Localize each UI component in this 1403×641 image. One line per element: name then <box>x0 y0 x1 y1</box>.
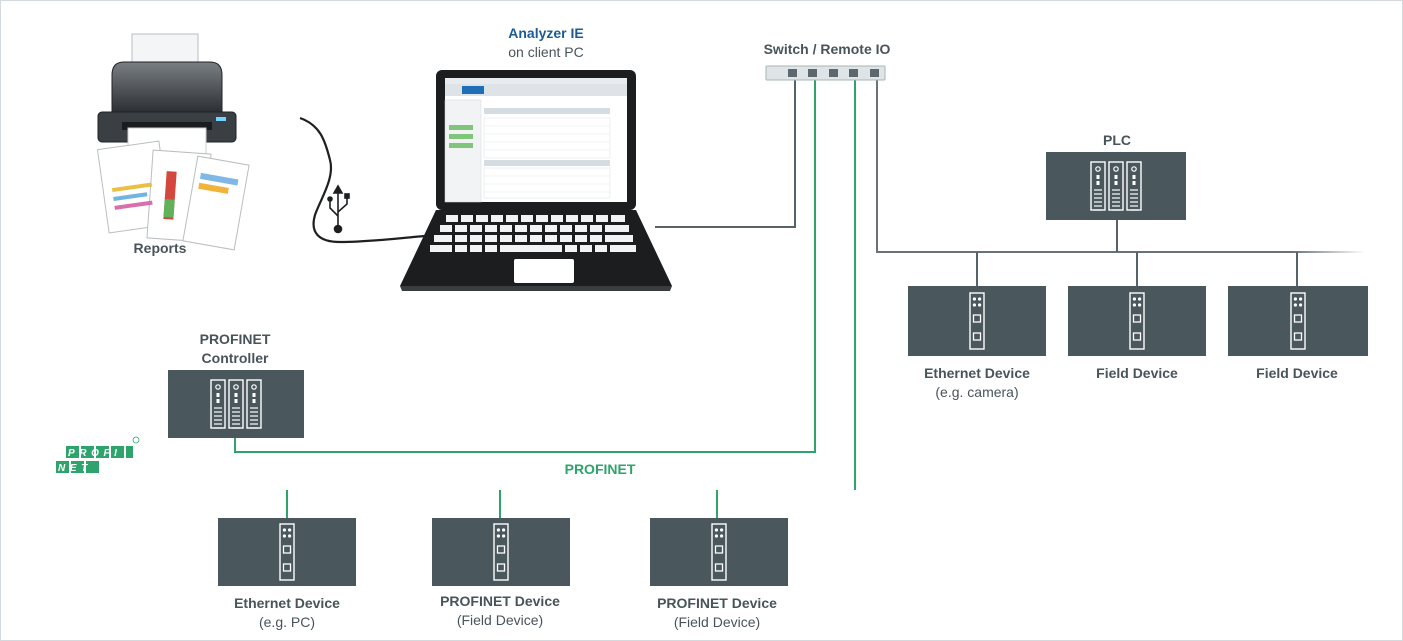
device-name: PROFINET Device <box>657 595 777 611</box>
device-sub: (Field Device) <box>456 612 544 628</box>
device-name: Ethernet Device <box>924 365 1030 381</box>
profinet-bus-label: PROFINET <box>540 460 660 479</box>
controller-line2: Controller <box>201 350 269 366</box>
device-name: Field Device <box>1096 365 1178 381</box>
ethernet-bus <box>655 78 1365 286</box>
device-name: PROFINET Device <box>440 593 560 609</box>
profinet-controller-box <box>168 370 304 438</box>
bottom-device-label-0: Ethernet Device (e.g. PC) <box>207 594 367 632</box>
switch-label: Switch / Remote IO <box>742 40 912 59</box>
profinet-bus <box>40 78 856 518</box>
switch-device <box>765 65 886 81</box>
bottom-device-label-1: PROFINET Device (Field Device) <box>420 592 580 630</box>
analyzer-label: Analyzer IE on client PC <box>486 24 606 62</box>
profinet-logo: PROFI NET <box>56 436 140 474</box>
bottom-device-box-0 <box>218 518 356 586</box>
plc-box <box>1046 152 1186 220</box>
analyzer-title: Analyzer IE <box>508 25 584 41</box>
device-name: Ethernet Device <box>234 595 340 611</box>
top-device-box-0 <box>908 286 1046 356</box>
bottom-device-label-2: PROFINET Device (Field Device) <box>637 594 797 632</box>
controller-line1: PROFINET <box>199 331 271 347</box>
device-sub: (e.g. PC) <box>258 614 315 630</box>
plc-title: PLC <box>1103 132 1131 148</box>
logo-bottom-text: NET <box>58 463 92 474</box>
laptop-icon <box>400 70 672 291</box>
reports-label: Reports <box>120 239 200 258</box>
printer-icon <box>96 33 250 251</box>
plc-label: PLC <box>1077 131 1157 150</box>
controller-label: PROFINET Controller <box>175 330 295 368</box>
top-device-box-1 <box>1068 286 1206 356</box>
top-device-box-2 <box>1228 286 1368 356</box>
bottom-device-box-1 <box>432 518 570 586</box>
analyzer-subtitle: on client PC <box>508 44 584 60</box>
logo-top-text: PROFI <box>68 448 122 459</box>
device-boxes <box>168 152 1368 586</box>
switch-title: Switch / Remote IO <box>763 41 891 57</box>
bottom-device-box-2 <box>650 518 788 586</box>
top-device-label-2: Field Device <box>1217 364 1377 383</box>
usb-cable <box>299 116 426 244</box>
device-name: Field Device <box>1256 365 1338 381</box>
reports-title: Reports <box>133 240 187 256</box>
device-sub: (e.g. camera) <box>935 384 1019 400</box>
device-sub: (Field Device) <box>673 614 761 630</box>
profinet-bus-title: PROFINET <box>564 461 636 477</box>
top-device-label-1: Field Device <box>1057 364 1217 383</box>
usb-icon <box>327 184 350 234</box>
top-device-label-0: Ethernet Device (e.g. camera) <box>897 364 1057 402</box>
